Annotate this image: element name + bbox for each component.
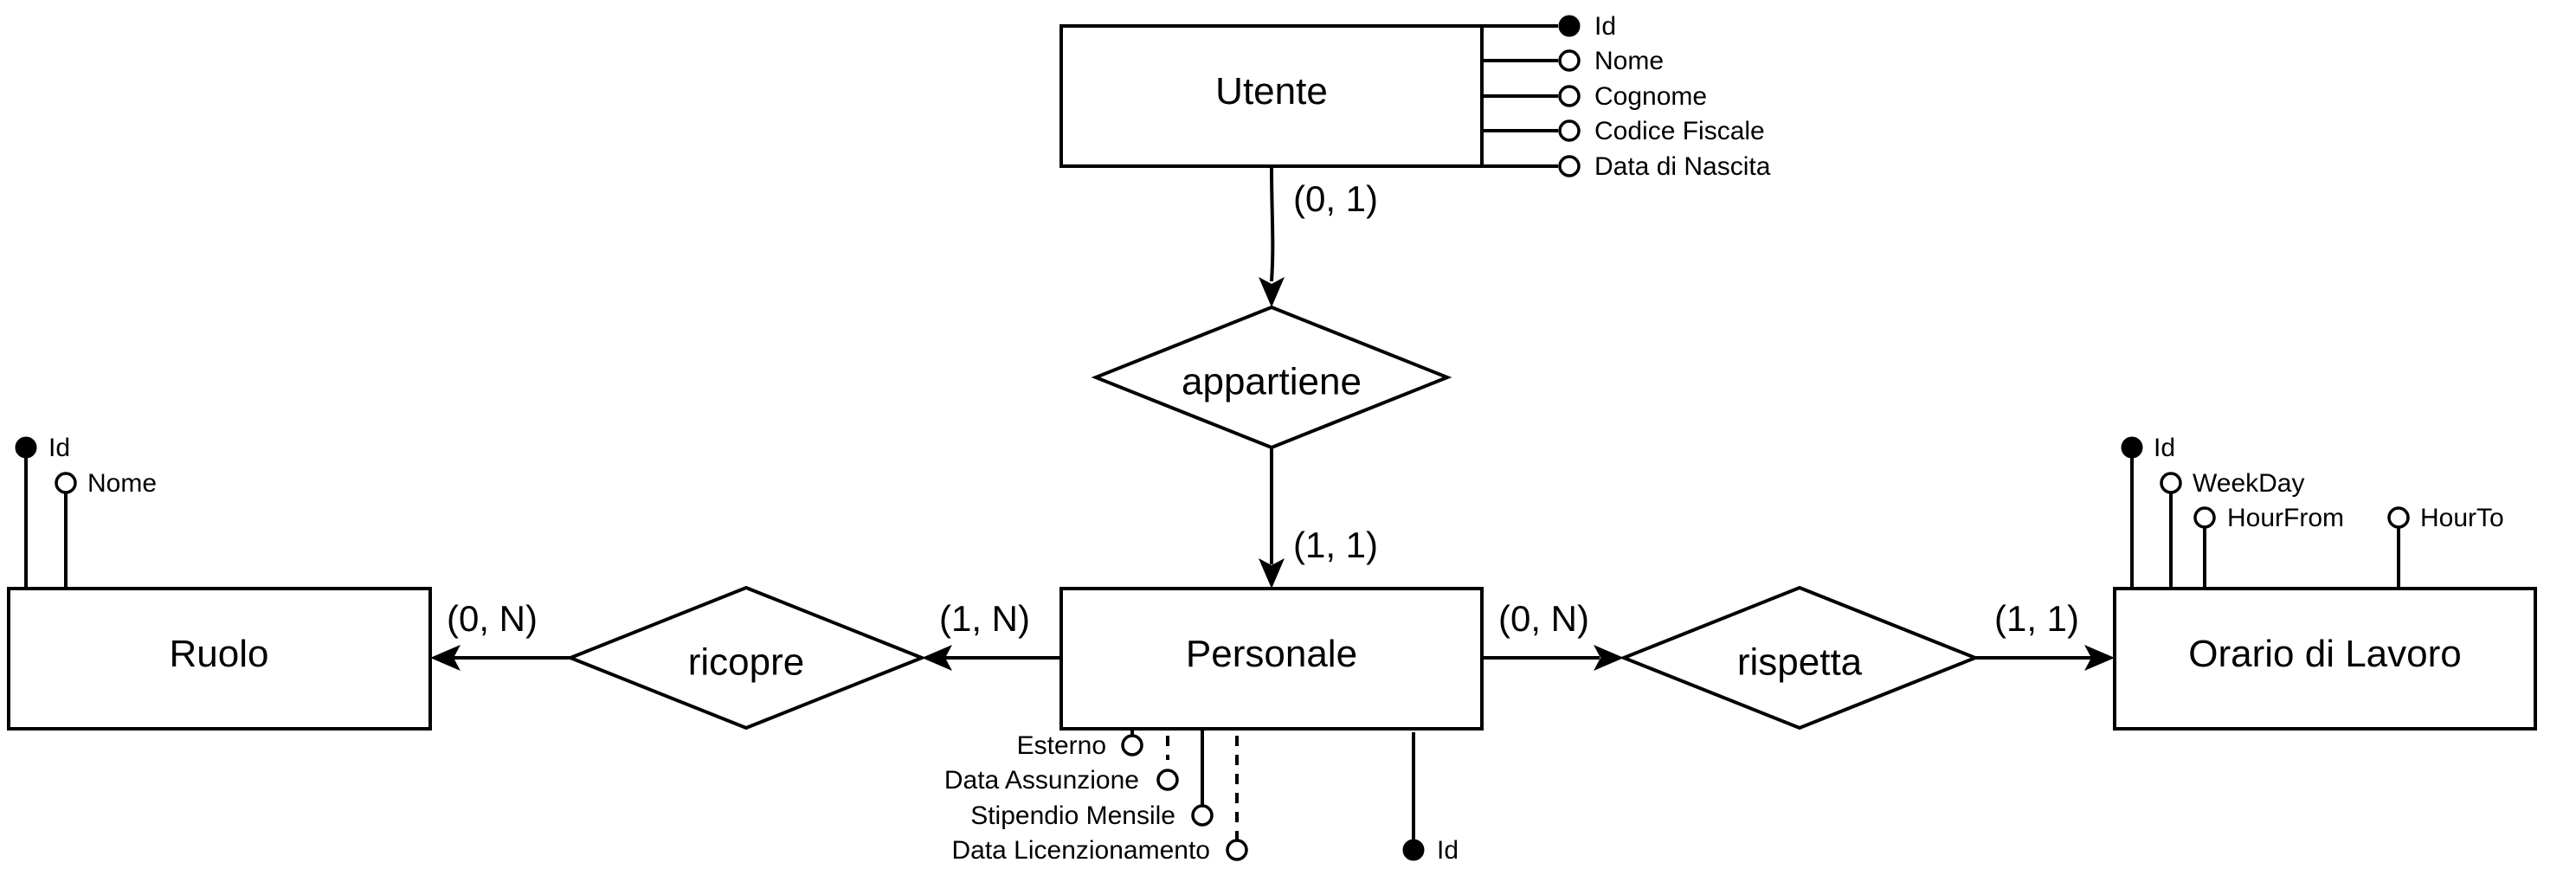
utente-attr-data-nascita: Data di Nascita	[1594, 152, 1771, 181]
attribute-icon	[2387, 506, 2410, 529]
entity-personale[interactable]: Personale	[1059, 587, 1484, 731]
connector-appartiene-personale: (1, 1)	[1259, 447, 1378, 589]
attribute-icon	[1226, 839, 1248, 861]
orario-attr-hourto: HourTo	[2420, 504, 2504, 532]
personale-attributes: Esterno Data Assunzione Stipendio Mensil…	[944, 729, 1459, 865]
attribute-icon	[1121, 734, 1143, 756]
connector-utente-appartiene: (0, 1)	[1259, 165, 1378, 307]
arrow-icon	[922, 645, 952, 671]
personale-attr-esterno: Esterno	[1017, 731, 1106, 760]
personale-attr-id: Id	[1437, 836, 1459, 865]
cardinality-personale-ricopre: (1, N)	[939, 598, 1030, 639]
utente-attributes: Id Nome Cognome Codice Fiscale Data di N…	[1482, 12, 1771, 181]
personale-attr-stipendio-mensile: Stipendio Mensile	[970, 801, 1175, 830]
ruolo-attributes: Id Nome	[15, 434, 157, 589]
attribute-icon	[1558, 119, 1581, 142]
connector-personale-ricopre: (1, N)	[922, 598, 1061, 671]
cardinality-personale-appartiene: (1, 1)	[1293, 525, 1378, 565]
relationship-appartiene-label: appartiene	[1182, 361, 1362, 403]
arrow-icon	[430, 645, 460, 671]
ruolo-attr-id: Id	[48, 434, 70, 462]
attribute-icon	[55, 472, 77, 494]
key-attribute-icon	[15, 436, 37, 459]
entity-personale-label: Personale	[1186, 633, 1357, 675]
relationship-ricopre[interactable]: ricopre	[565, 585, 927, 731]
connector-personale-rispetta: (0, N)	[1482, 598, 1624, 671]
ruolo-attr-nome: Nome	[87, 469, 157, 498]
key-attribute-icon	[2121, 436, 2143, 459]
arrow-icon	[2084, 645, 2115, 671]
utente-attr-codice-fiscale: Codice Fiscale	[1594, 117, 1765, 145]
arrow-icon	[1594, 645, 1624, 671]
attribute-icon	[1558, 49, 1581, 72]
relationship-appartiene[interactable]: appartiene	[1091, 305, 1452, 450]
connector-ricopre-ruolo: (0, N)	[430, 598, 570, 671]
relationship-rispetta-label: rispetta	[1737, 641, 1863, 684]
entity-ruolo-label: Ruolo	[170, 633, 269, 675]
orario-attr-hourfrom: HourFrom	[2227, 504, 2344, 532]
utente-attr-id: Id	[1594, 12, 1616, 41]
entity-utente[interactable]: Utente	[1059, 24, 1484, 168]
relationship-ricopre-label: ricopre	[688, 641, 805, 684]
cardinality-orario-rispetta: (1, 1)	[1994, 598, 2079, 639]
cardinality-ruolo-ricopre: (0, N)	[447, 598, 538, 639]
personale-attr-data-licenzionamento: Data Licenzionamento	[951, 836, 1210, 865]
arrow-icon	[1259, 277, 1285, 307]
utente-attr-nome: Nome	[1594, 47, 1664, 75]
connector-rispetta-orario: (1, 1)	[1975, 598, 2115, 671]
attribute-icon	[2160, 472, 2182, 494]
attribute-icon	[2193, 506, 2216, 529]
utente-attr-cognome: Cognome	[1594, 82, 1707, 111]
relationship-rispetta[interactable]: rispetta	[1619, 585, 1980, 731]
entity-utente-label: Utente	[1215, 70, 1328, 113]
entity-orario-label: Orario di Lavoro	[2188, 633, 2461, 675]
key-attribute-icon	[1558, 15, 1581, 37]
entity-ruolo[interactable]: Ruolo	[7, 587, 432, 731]
entity-orario-di-lavoro[interactable]: Orario di Lavoro	[2113, 587, 2537, 731]
attribute-icon	[1191, 804, 1214, 827]
cardinality-personale-rispetta: (0, N)	[1498, 598, 1589, 639]
orario-attr-id: Id	[2154, 434, 2175, 462]
orario-attributes: Id WeekDay HourFrom HourTo	[2121, 434, 2504, 589]
personale-attr-data-assunzione: Data Assunzione	[944, 766, 1139, 795]
orario-attr-weekday: WeekDay	[2193, 469, 2305, 498]
cardinality-utente-appartiene: (0, 1)	[1293, 178, 1378, 219]
attribute-icon	[1558, 85, 1581, 107]
key-attribute-icon	[1402, 839, 1425, 861]
arrow-icon	[1259, 558, 1285, 589]
attribute-icon	[1156, 769, 1179, 791]
attribute-icon	[1558, 155, 1581, 177]
